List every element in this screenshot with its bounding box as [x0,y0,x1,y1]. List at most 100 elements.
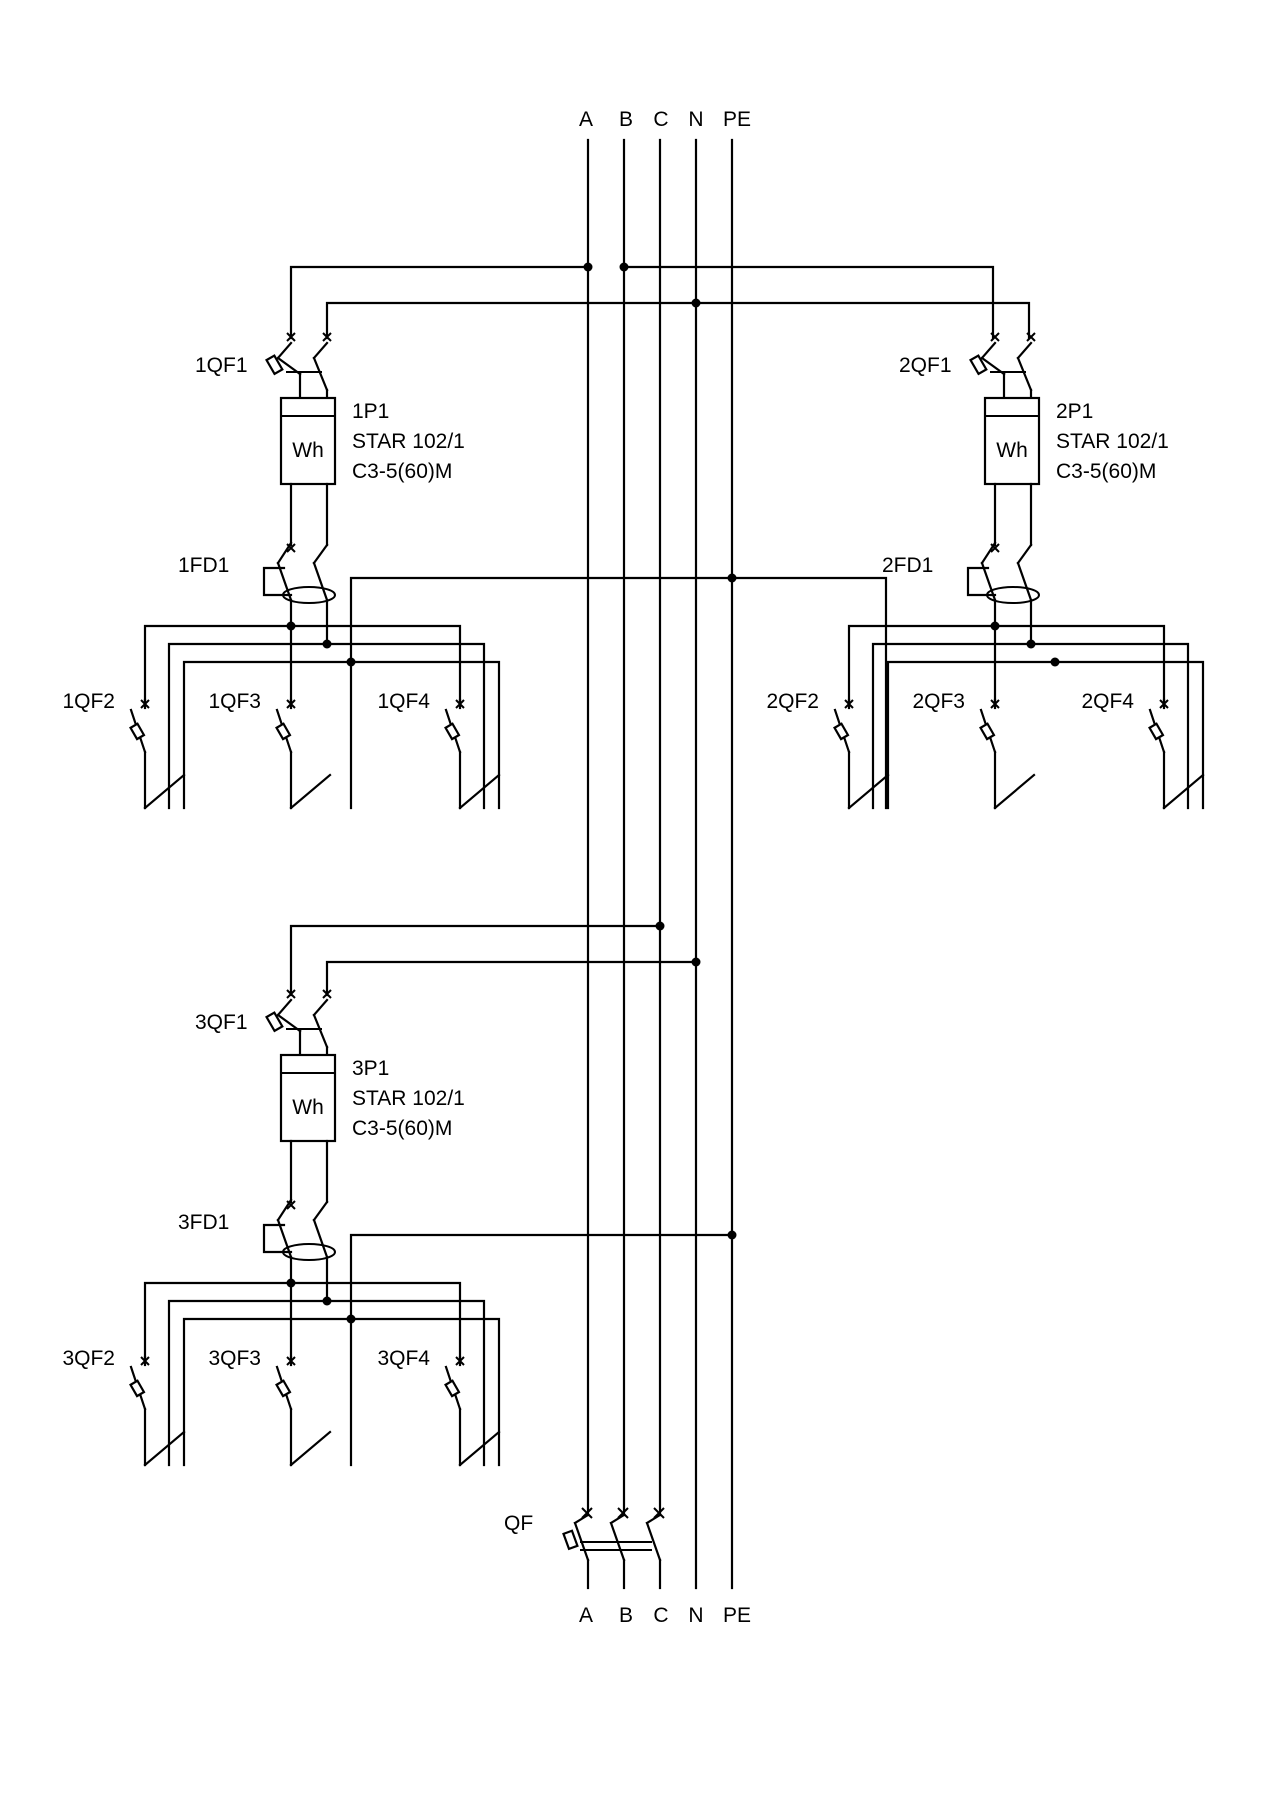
outgoing-cable-wedge [289,1430,332,1467]
energy-meter-icon [279,396,337,486]
rcd-pole [1016,543,1033,565]
rcd-pole [276,1218,293,1259]
rcd-pole [312,543,329,565]
outgoing-cable-wedge [847,773,890,810]
feed-wire-panel2-neutral [694,301,1031,340]
breaker-contact-mark [286,332,296,342]
bus-label-n-top: N [688,108,703,131]
junction-dot [583,262,593,272]
outgoing-breaker-2: 3QF3 [208,1347,332,1467]
thermal-trip-icon [129,1379,146,1398]
rcd-pole [980,541,997,565]
meter-model: STAR 102/1 [1056,430,1169,453]
thermal-trip-icon [265,1011,284,1033]
rcd-pole [312,1200,329,1222]
breaker-contact-mark [1026,332,1036,342]
bus-label-n-bottom: N [688,1604,703,1627]
breaker-pole [276,341,293,360]
meter-symbol: Wh [996,439,1028,462]
bus-label-c-top: C [653,108,668,131]
rcd-pole [276,541,293,565]
thermal-trip-icon [129,722,146,741]
breaker-pole [312,341,329,360]
junction-dot [322,1296,332,1306]
thermal-trip-icon [1148,722,1165,741]
junction-dot [619,262,629,272]
outgoing-breaker-3: 1QF4 [377,690,501,810]
meter-model: STAR 102/1 [352,1087,465,1110]
distribution-pe-bar [182,1317,501,1467]
breaker-contact-mark [322,989,332,999]
outgoing-cable-wedge [458,773,501,810]
distribution-neutral-bar [871,642,1190,810]
feed-wire-panel1-phase [289,265,590,340]
outgoing-breaker-label: 1QF4 [377,690,430,713]
breaker-label: 1QF1 [195,354,248,377]
outgoing-breaker-label: 3QF3 [208,1347,261,1370]
outgoing-cable-wedge [143,1430,186,1467]
rcd-pole [276,1198,293,1222]
rcd-toroid-icon [282,586,336,604]
junction-dot [1026,639,1036,649]
rcd-pole [980,561,997,602]
bus-label-b-top: B [619,108,633,131]
breaker-pole [312,356,329,392]
outgoing-breaker-2: 1QF3 [208,690,332,810]
breaker-pole [312,1013,329,1049]
main-bus: A B C N PE QF A B C N PE [504,108,751,1627]
thermal-trip-icon [275,1379,292,1398]
thermal-trip-icon [833,722,850,741]
thermal-trip-icon [265,354,284,376]
junction-dot [346,1314,356,1324]
bus-label-b-bottom: B [619,1604,633,1627]
outgoing-breaker-1: 1QF2 [62,690,186,810]
breaker-pole [276,998,293,1017]
rcd-pole [312,1218,329,1259]
rcd-label: 3FD1 [178,1211,229,1234]
meter-class: C3-5(60)M [352,1117,452,1140]
breaker-contact-mark [286,989,296,999]
thermal-trip-icon [275,722,292,741]
pe-wire-panel2 [730,576,888,810]
outgoing-breaker-3: 3QF4 [377,1347,501,1467]
outgoing-cable-wedge [289,773,332,810]
feed-wire-panel2-phase [622,265,995,340]
rcd-pole [312,561,329,602]
main-breaker-label: QF [504,1512,533,1535]
distribution-pe-bar [886,660,1205,810]
rcd-pole [1016,561,1033,602]
outgoing-breaker-3: 2QF4 [1081,690,1205,810]
breaker-contact-mark [322,332,332,342]
thermal-trip-icon [444,1379,461,1398]
breaker-pole [1016,356,1033,392]
meter-ref: 3P1 [352,1057,389,1080]
rcd-label: 2FD1 [882,554,933,577]
rcd-toroid-icon [986,586,1040,604]
rcd-test-loop [262,1223,293,1254]
outgoing-breaker-label: 3QF4 [377,1347,430,1370]
bus-label-a-bottom: A [579,1604,593,1627]
breaker-pole [312,998,329,1017]
junction-dot [990,621,1000,631]
meter-symbol: Wh [292,1096,324,1119]
junction-dot [727,1230,737,1240]
rcd-test-loop [262,566,293,597]
outgoing-breaker-1: 2QF2 [766,690,890,810]
distribution-neutral-bar [167,642,486,810]
pe-wire-panel3 [349,1233,734,1467]
pe-wire-panel1 [349,576,734,810]
outgoing-breaker-label: 3QF2 [62,1347,115,1370]
outgoing-cable-wedge [143,773,186,810]
meter-ref: 2P1 [1056,400,1093,423]
outgoing-breaker-label: 1QF2 [62,690,115,713]
junction-dot [1050,657,1060,667]
outgoing-cable-wedge [1162,773,1205,810]
outgoing-breaker-2: 2QF3 [912,690,1036,810]
rcd-toroid-icon [282,1243,336,1261]
distribution-neutral-bar [167,1299,486,1467]
bus-label-a-top: A [579,108,593,131]
